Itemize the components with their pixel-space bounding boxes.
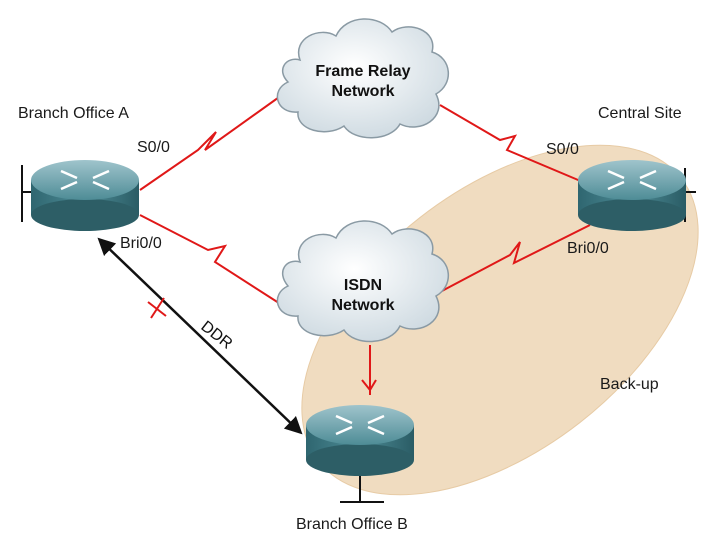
- router-branch-a[interactable]: [31, 160, 139, 231]
- link-isdn-branch-b-flash: [361, 379, 377, 392]
- branch-office-b-label: Branch Office B: [296, 516, 408, 533]
- frame-relay-cloud[interactable]: [276, 18, 450, 139]
- backup-label: Back-up: [600, 376, 659, 393]
- router-arrows-icon: [607, 169, 657, 191]
- link-a-isdn: [139, 214, 283, 306]
- branch-office-a-label: Branch Office A: [18, 105, 129, 122]
- frame-relay-label-line2: Network: [331, 83, 395, 100]
- interface-central-s0-label: S0/0: [546, 141, 579, 158]
- isdn-label: ISDN Network: [300, 276, 426, 316]
- link-isdn-central: [439, 224, 591, 293]
- central-site-label: Central Site: [598, 105, 682, 122]
- router-central-site[interactable]: [578, 160, 686, 231]
- interface-a-bri-label: Bri0/0: [120, 235, 162, 252]
- router-arrows-icon: [335, 414, 385, 436]
- isdn-cloud[interactable]: [276, 220, 450, 343]
- link-a-frame-relay: [139, 94, 283, 191]
- interface-a-s0-label: S0/0: [137, 139, 170, 156]
- router-arrows-icon: [60, 169, 110, 191]
- router-branch-b[interactable]: [306, 405, 414, 476]
- isdn-label-line1: ISDN: [343, 277, 383, 294]
- ddr-link: [97, 237, 303, 435]
- frame-relay-label: Frame Relay Network: [300, 62, 426, 102]
- ddr-failure-x: [147, 297, 167, 319]
- interface-central-bri-label: Bri0/0: [567, 240, 609, 257]
- isdn-label-line2: Network: [331, 297, 395, 314]
- frame-relay-label-line1: Frame Relay: [315, 63, 411, 80]
- link-frame-relay-central: [439, 104, 591, 186]
